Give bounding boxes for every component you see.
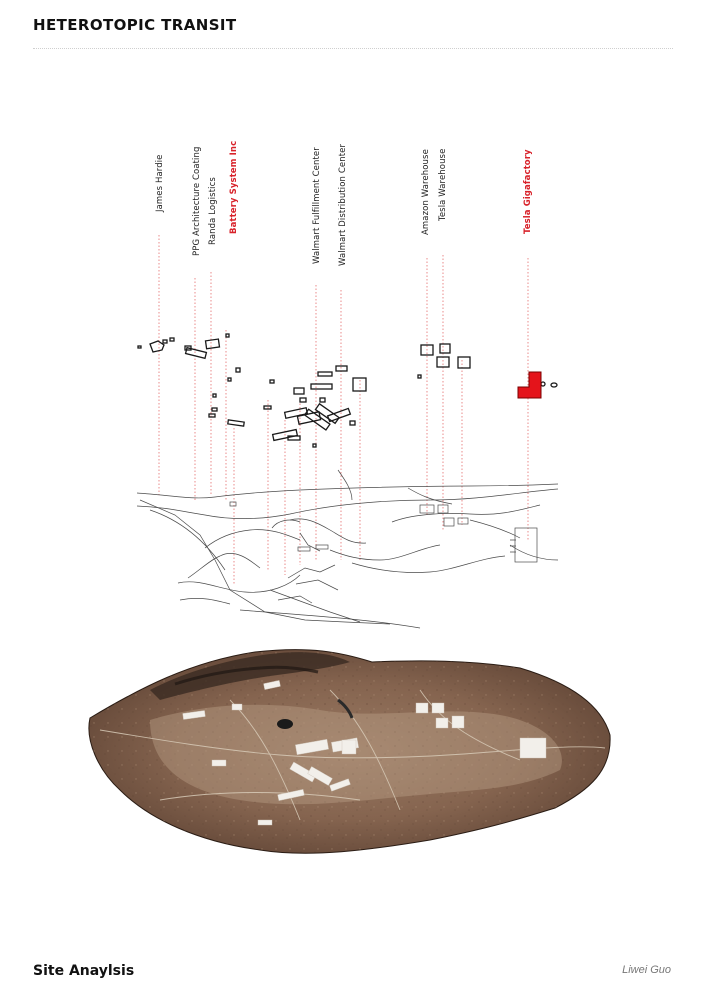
satellite-buildings [182, 680, 547, 826]
footer-title: Site Anaylsis [33, 963, 135, 979]
tesla-gigafactory-footprint [517, 371, 542, 399]
page-title: HETEROTOPIC TRANSIT [33, 16, 237, 34]
header-divider [33, 48, 673, 49]
building-footprints [137, 333, 558, 448]
author-name: Liwei Guo [622, 964, 671, 976]
satellite-terrain [88, 649, 611, 854]
base-map [136, 469, 559, 629]
